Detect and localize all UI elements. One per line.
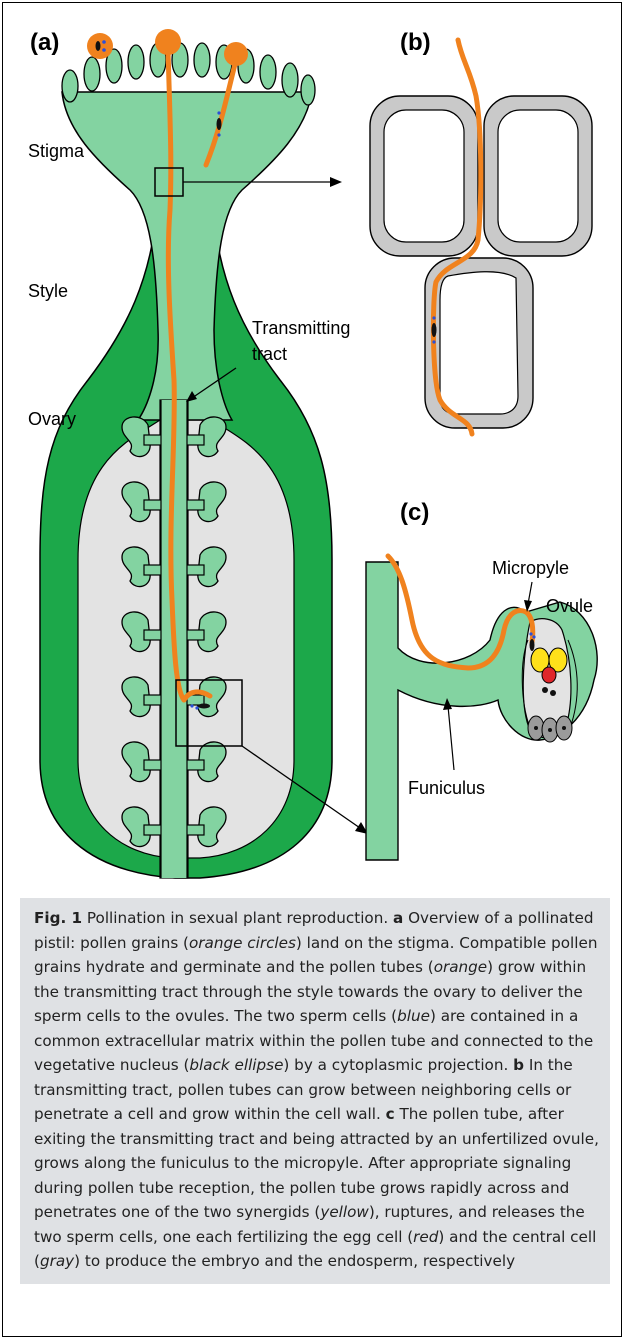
caption-title: Pollination in sexual plant reproduction… [82,909,393,927]
label-funiculus: Funiculus [408,778,485,798]
panel-label-c: (c) [400,499,429,526]
caption-fig-label: Fig. 1 [34,909,82,927]
label-tract: tract [252,344,287,364]
caption-a-black-ellipse: black ellipse [189,1056,283,1074]
caption-a-text5: ) by a cytoplasmic projection. [283,1056,513,1074]
label-ovule: Ovule [546,596,593,616]
caption-label-b: b [513,1056,524,1074]
label-micropyle: Micropyle [492,558,569,578]
panel-a-pistil: (a) Stigma Style Ovary Transmitting trac… [28,29,368,878]
panel-c-ovule: (c) M [366,499,597,860]
figure-illustration: (a) Stigma Style Ovary Transmitting trac… [0,0,627,895]
label-ovary: Ovary [28,409,76,429]
caption-label-c: c [386,1105,395,1123]
label-transmitting: Transmitting [252,318,350,338]
caption-a-orange: orange [434,958,487,976]
caption-c-red: red [413,1228,438,1246]
caption-label-a: a [393,909,403,927]
caption-c-yellow: yellow [320,1203,368,1221]
caption-a-blue: blue [397,1007,430,1025]
label-stigma: Stigma [28,141,85,161]
label-style: Style [28,281,68,301]
caption-c-text4: ) to produce the embryo and the endosper… [74,1252,515,1270]
panel-label-b: (b) [400,29,431,56]
caption-c-gray: gray [40,1252,74,1270]
panel-label-a: (a) [30,29,59,56]
panel-b-cells: (b) [370,29,592,434]
figure-caption: Fig. 1 Pollination in sexual plant repro… [20,898,610,1284]
caption-a-orange-circles: orange circles [189,934,296,952]
